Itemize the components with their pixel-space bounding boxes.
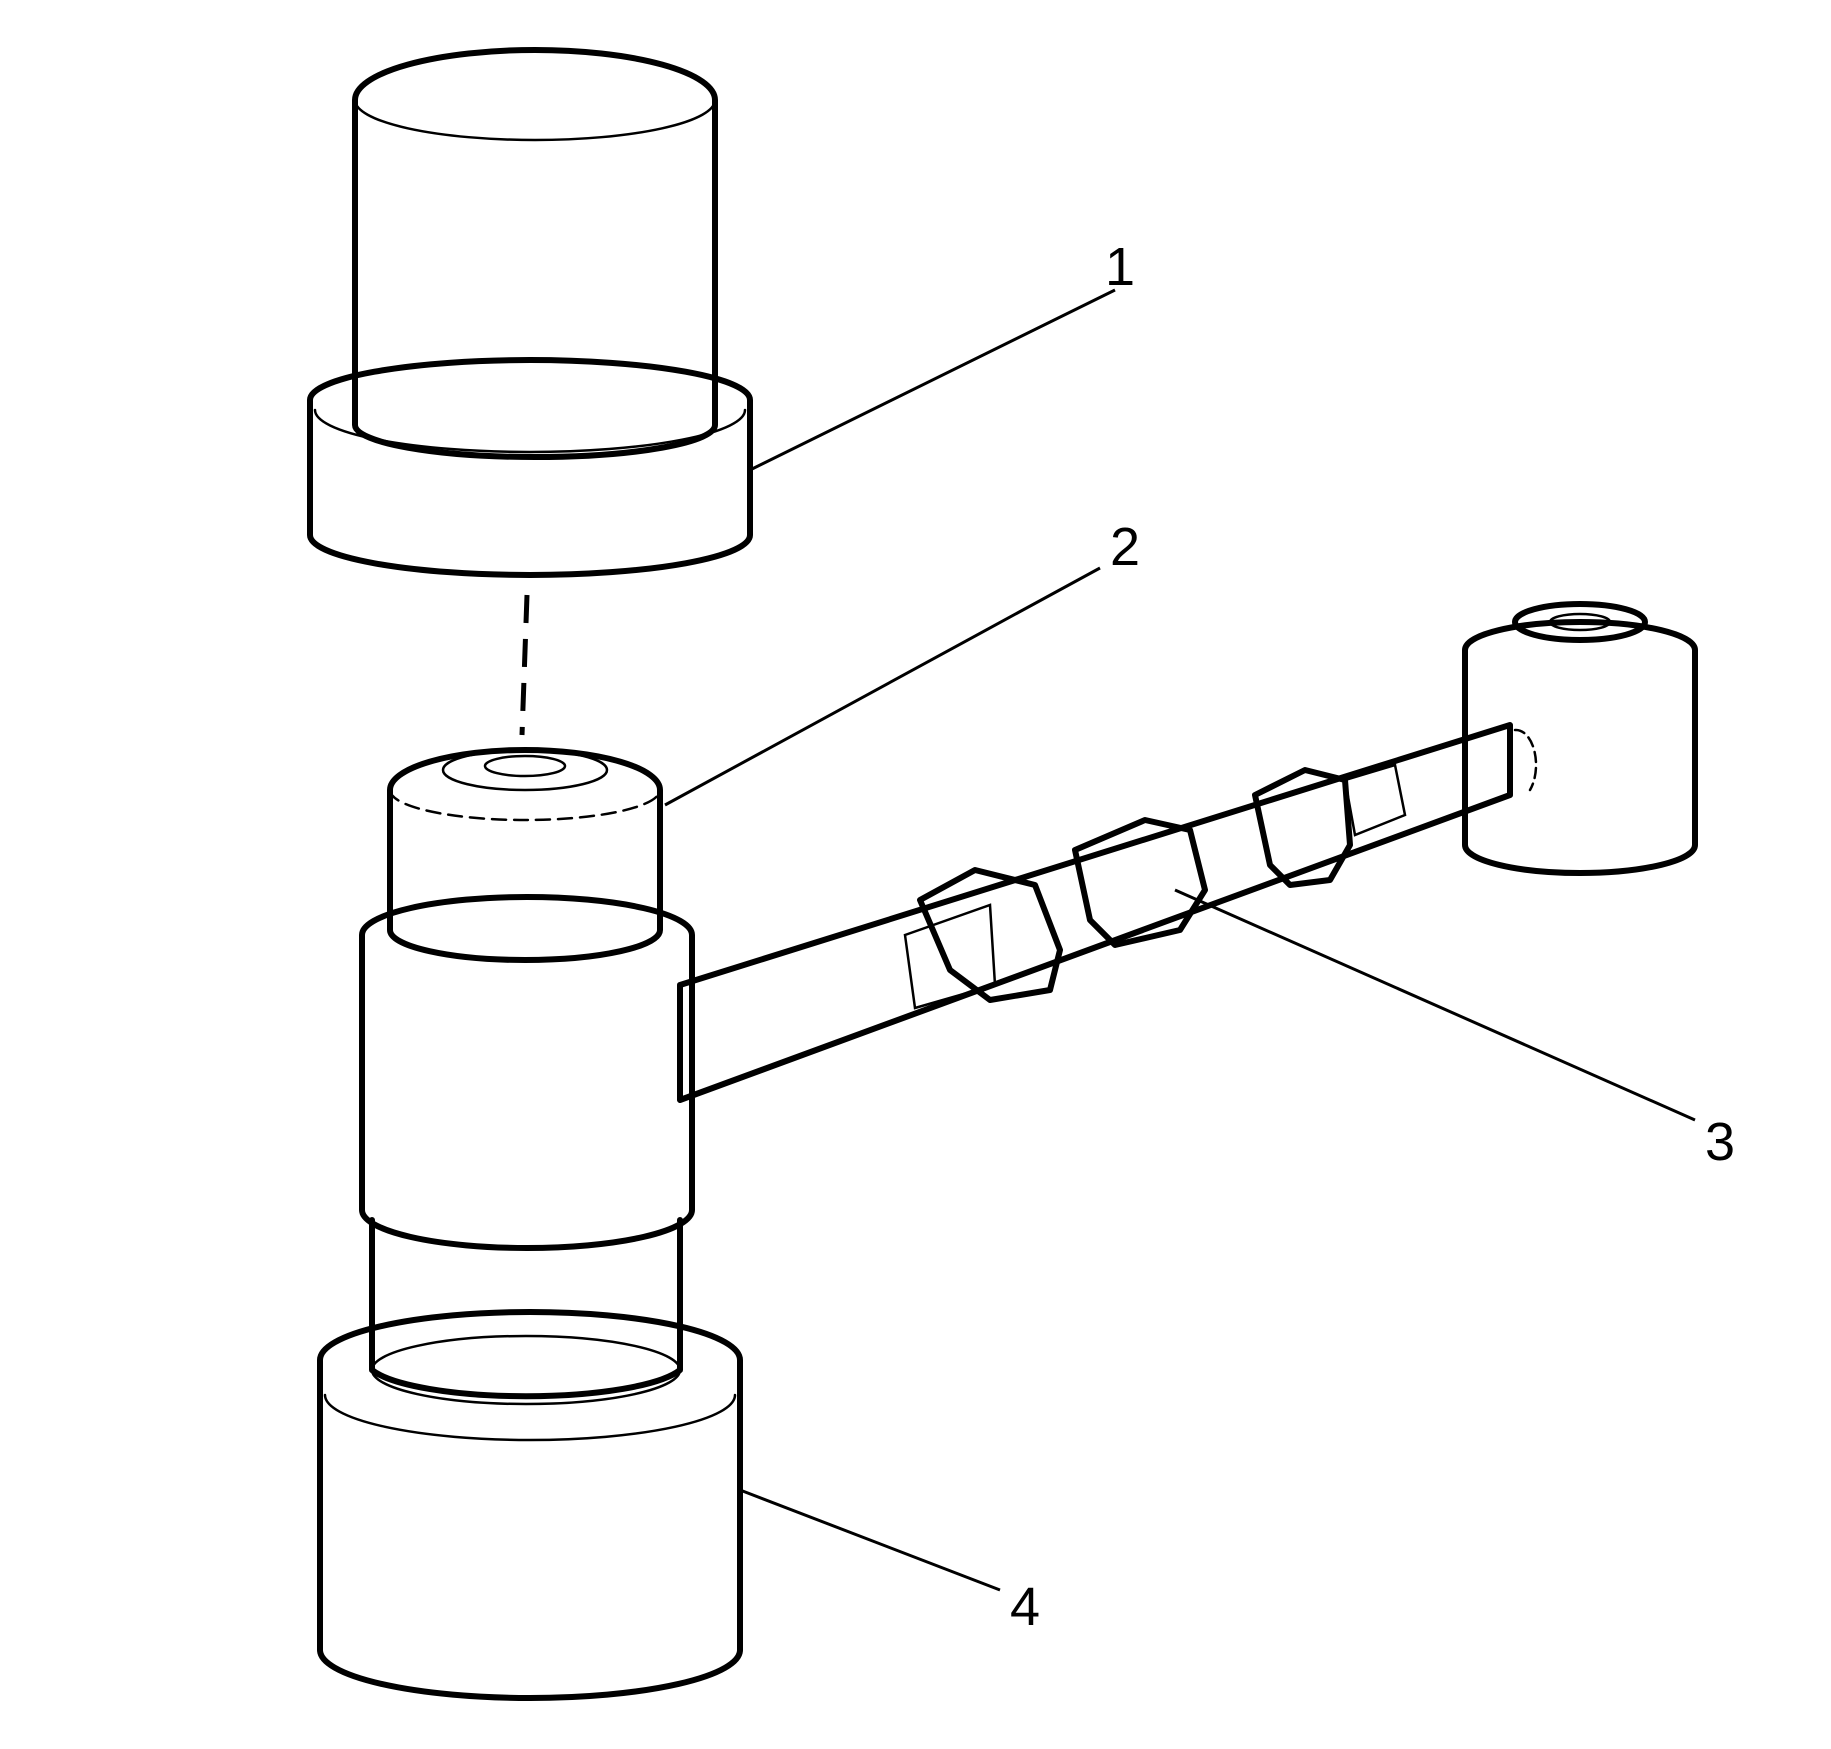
callout-3: 3	[1705, 1112, 1735, 1172]
hose-assembly	[677, 722, 1513, 1103]
hose-tube	[677, 722, 1513, 1103]
hex-fitting-a	[917, 867, 1063, 1003]
hex-fitting-b	[1072, 817, 1208, 948]
leader-line-3	[1174, 888, 1696, 1122]
cylinder-collar	[359, 894, 695, 1251]
hydraulic-cylinder	[359, 747, 695, 1251]
callout-1: 1	[1105, 237, 1135, 297]
leader-line-4	[739, 1488, 1001, 1592]
hose-thread-right	[1343, 763, 1407, 837]
clear-sleeve	[369, 1217, 683, 1406]
hex-fitting-c	[1252, 767, 1353, 888]
top-adapter	[307, 47, 753, 578]
remote-cylinder	[1462, 601, 1698, 876]
top-adapter-flange	[307, 357, 753, 578]
bottom-adapter	[317, 1309, 743, 1701]
leader-line-1	[749, 288, 1116, 472]
alignment-dash-line	[519, 594, 530, 736]
callout-2: 2	[1110, 517, 1140, 577]
callout-4: 4	[1010, 1577, 1040, 1637]
leader-line-2	[664, 566, 1101, 807]
cylinder-piston	[387, 747, 663, 963]
hose-thread-left	[903, 903, 997, 1010]
top-adapter-body	[352, 47, 718, 460]
